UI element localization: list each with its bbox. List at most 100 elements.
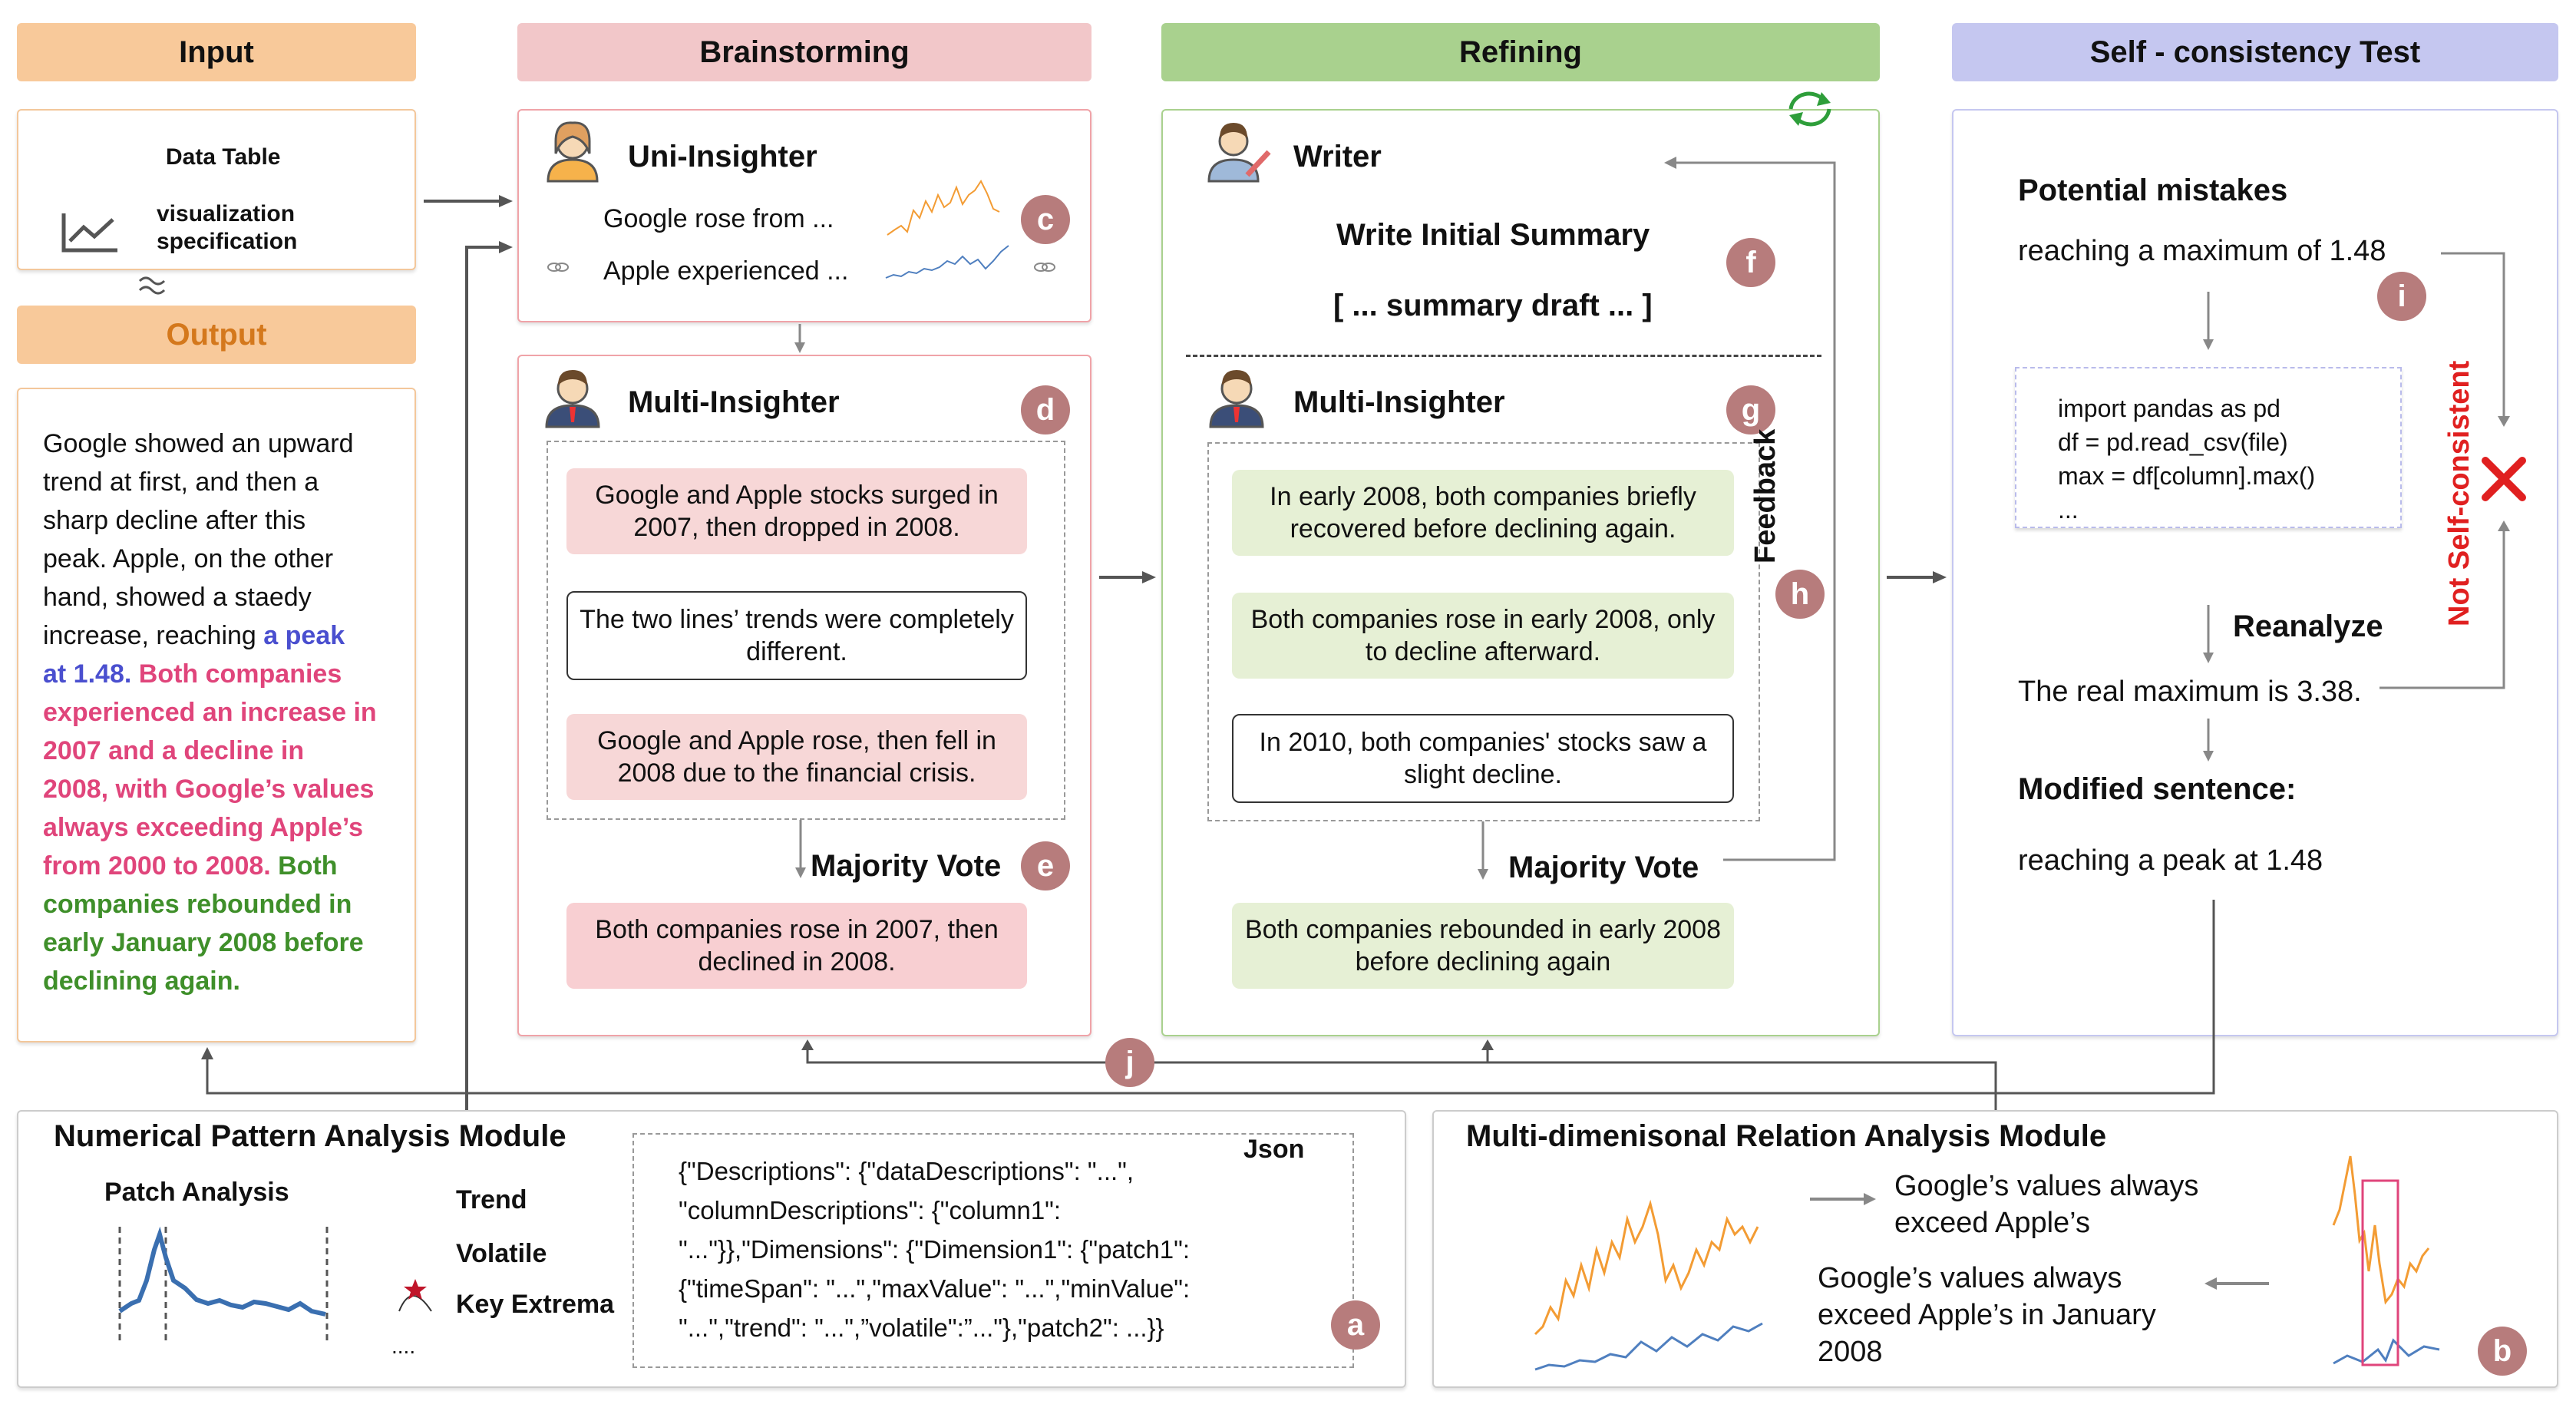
refining-insight-2-box: Both companies rose in early 2008, only …	[1232, 593, 1734, 679]
numerical-module-title: Numerical Pattern Analysis Module	[54, 1119, 566, 1153]
refining-header-label: Refining	[1459, 35, 1582, 69]
output-line-text: early January 2008 before	[43, 928, 364, 957]
output-line: declining again.	[43, 962, 377, 1000]
input-header: Input	[17, 23, 416, 81]
arrow-to-reanalyze	[2203, 605, 2214, 663]
output-line-highlight: a peak	[263, 621, 345, 650]
majority-vote-label: Majority Vote	[811, 849, 1002, 883]
refining-insight-2-text: Both companies rose in early 2008, only …	[1250, 605, 1716, 666]
output-line-text: Google showed an upward	[43, 429, 354, 458]
insight-2-text: The two lines’ trends were completely di…	[580, 605, 1014, 666]
output-summary-text: Google showed an upward trend at first, a…	[43, 425, 377, 1000]
refining-vote-result-text: Both companies rebounded in early 2008 b…	[1245, 915, 1721, 976]
patch-analysis-label: Patch Analysis	[104, 1178, 289, 1207]
multi-insighter-panel-brainstorm: Multi-Insighter d Google and Apple stock…	[517, 355, 1091, 1036]
writer-title: Writer	[1293, 140, 1382, 173]
feedback-label: Feedback	[1749, 428, 1782, 563]
reanalyze-label: Reanalyze	[2233, 610, 2383, 643]
modified-sentence-text: reaching a peak at 1.48	[2018, 844, 2323, 877]
uni-insighter-panel: Uni-Insighter Google rose from ... Apple…	[517, 109, 1091, 322]
refining-majority-vote-label: Majority Vote	[1508, 851, 1699, 884]
code-lines: import pandas as pd df = pd.read_csv(file…	[2058, 392, 2315, 527]
refining-insight-3-box: In 2010, both companies' stocks saw a sl…	[1232, 714, 1734, 803]
relation-module-title: Multi-dimenisonal Relation Analysis Modu…	[1466, 1119, 2107, 1153]
output-line: increase, reaching a peak	[43, 616, 377, 655]
google-mini-line-chart	[887, 180, 1000, 236]
output-line: 2007 and a decline in	[43, 732, 377, 770]
output-line: always exceeding Apple’s	[43, 808, 377, 847]
output-line-text: declining again.	[43, 966, 240, 996]
badge-c: c	[1021, 195, 1070, 244]
writer-icon	[1207, 123, 1271, 183]
uni-insight-google: Google rose from ...	[603, 204, 834, 233]
output-line-text: increase, reaching	[43, 621, 264, 650]
chain-icon	[1034, 263, 1055, 272]
zoomed-line-chart	[2332, 1155, 2440, 1366]
brainstorming-header: Brainstorming	[517, 23, 1091, 81]
brainstorming-header-label: Brainstorming	[699, 35, 910, 69]
code-line: import pandas as pd	[2058, 395, 2280, 422]
output-line-text: companies rebounded in	[43, 890, 352, 919]
output-line-highlight: Both	[270, 851, 338, 881]
badge-a: a	[1331, 1300, 1380, 1350]
arrow-to-vote	[795, 820, 806, 878]
apple-mini-line-chart	[885, 245, 1009, 279]
output-line-text: hand, showed a staedy	[43, 583, 312, 612]
relation-insight-1-line-1: Google’s values always	[1894, 1170, 2199, 1202]
code-line: max = df[column].max()	[2058, 462, 2316, 490]
json-line: {"timeSpan": "...","maxValue": "...","mi…	[679, 1274, 1191, 1303]
output-panel: Google showed an upward trend at first, a…	[17, 388, 416, 1042]
insight-1-box: Google and Apple stocks surged in 2007, …	[566, 468, 1027, 554]
refining-insight-1-text: In early 2008, both companies briefly re…	[1270, 482, 1696, 544]
summary-draft: [ ... summary draft ... ]	[1333, 289, 1653, 322]
code-line: df = pd.read_csv(file)	[2058, 428, 2288, 456]
relation-line-chart	[1534, 1199, 1763, 1371]
arrow-right-icon	[1810, 1193, 1876, 1205]
output-line-text: experienced an increase in	[43, 698, 377, 727]
output-line-text: trend at first, and then a	[43, 468, 319, 497]
writer-divider	[1186, 355, 1821, 357]
refresh-icon	[1788, 91, 1831, 127]
male-user-icon	[545, 370, 600, 428]
badge-f: f	[1726, 238, 1775, 287]
relation-insight-1-line-2: exceed Apple’s	[1894, 1207, 2090, 1239]
mistake-text: reaching a maximum of 1.48	[2018, 235, 2386, 267]
output-line: early January 2008 before	[43, 924, 377, 962]
output-line-text: 2007 and a decline in	[43, 736, 305, 765]
refining-insight-1-box: In early 2008, both companies briefly re…	[1232, 470, 1734, 556]
numerical-pattern-module: Numerical Pattern Analysis Module Patch …	[17, 1110, 1406, 1388]
male-user-icon	[1209, 370, 1264, 428]
self-consistency-panel: Potential mistakes reaching a maximum of…	[1952, 109, 2558, 1036]
chain-icon	[547, 263, 569, 272]
vote-result-text: Both companies rose in 2007, then declin…	[595, 915, 999, 976]
badge-e: e	[1021, 841, 1070, 890]
output-line: companies rebounded in	[43, 885, 377, 924]
insight-1-text: Google and Apple stocks surged in 2007, …	[595, 481, 999, 542]
relation-analysis-module: Multi-dimenisonal Relation Analysis Modu…	[1432, 1110, 2558, 1388]
refining-arrow-to-vote	[1478, 821, 1488, 880]
output-line-text: peak. Apple, on the other	[43, 544, 334, 573]
modified-sentence-label: Modified sentence:	[2018, 772, 2297, 806]
line-chart-icon	[61, 213, 117, 253]
potential-mistakes-label: Potential mistakes	[2018, 173, 2288, 207]
output-line: trend at first, and then a	[43, 463, 377, 501]
output-header-label: Output	[166, 317, 267, 352]
key-extrema-icon	[398, 1279, 432, 1312]
key-extrema-label: Key Extrema	[456, 1290, 615, 1319]
refining-insight-3-text: In 2010, both companies' stocks saw a sl…	[1259, 728, 1707, 789]
refining-multi-insighter-title: Multi-Insighter	[1293, 385, 1505, 419]
output-line: sharp decline after this	[43, 501, 377, 540]
cross-icon	[2482, 457, 2526, 501]
input-header-label: Input	[179, 35, 254, 69]
multi-insighter-title: Multi-Insighter	[628, 385, 840, 419]
arrow-to-modified	[2203, 719, 2214, 762]
refining-header: Refining	[1161, 23, 1880, 81]
output-line: peak. Apple, on the other	[43, 540, 377, 578]
output-line-text: 2008, with Google’s values	[43, 775, 375, 804]
input-panel: Data Table visualization specification	[17, 109, 416, 270]
output-line: Google showed an upward	[43, 425, 377, 463]
uni-insighter-title: Uni-Insighter	[628, 140, 817, 173]
badge-i: i	[2377, 272, 2426, 321]
vote-result-box: Both companies rose in 2007, then declin…	[566, 903, 1027, 989]
json-block	[632, 1133, 1354, 1368]
